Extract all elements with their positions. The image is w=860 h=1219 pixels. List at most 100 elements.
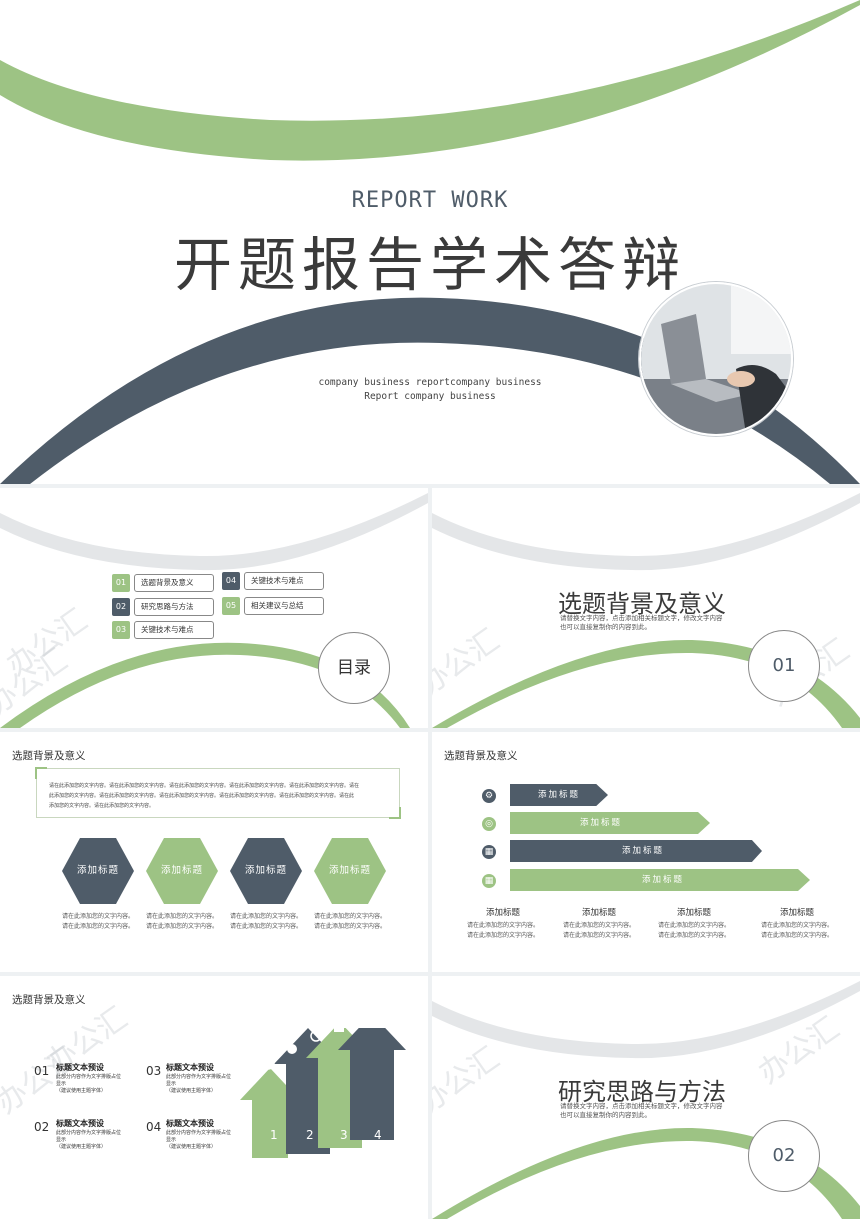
cover-subtitle-line1: company business reportcompany business <box>318 377 542 388</box>
arrow-icons-layer <box>261 1024 344 1070</box>
hexagon-desc: 请在此添加您的文字内容。 请在此添加您的文字内容。 <box>226 912 306 932</box>
arrow-bar-3[interactable]: 添加标题 <box>510 840 762 862</box>
section-desc-line1: 请替换文字内容，点击添加相关标题文字，修改文字内容 <box>560 1102 723 1110</box>
toc-label: 关键技术与难点 <box>244 572 324 590</box>
desc-line: （建议使用主题字体） <box>56 1088 107 1094</box>
toc-num: 03 <box>112 621 130 639</box>
arrow-bar-1[interactable]: 添加标题 <box>510 784 608 806</box>
hexagon-1[interactable]: 添加标题 <box>62 838 134 904</box>
cover-title: 开题报告学术答辩 <box>173 231 686 299</box>
column-title: 添加标题 <box>485 908 520 918</box>
section-desc: 请替换文字内容，点击添加相关标题文字，修改文字内容 也可以直接复制你的内容到此。 <box>560 1102 723 1120</box>
text-frame: 请在此添加您的文字内容。请在此添加您的文字内容。请在此添加您的文字内容。请在此添… <box>35 767 401 819</box>
desc-line: 请在此添加您的文字内容。 <box>760 922 833 929</box>
hexagon-2[interactable]: 添加标题 <box>146 838 218 904</box>
section-desc-line1: 请替换文字内容，点击添加相关标题文字，修改文字内容 <box>560 614 723 622</box>
desc-line: 请在此添加您的文字内容。 <box>229 923 302 930</box>
item-title: 标题文本预设 <box>56 1119 104 1128</box>
laptop-photo <box>639 282 793 436</box>
arrow-bar-2[interactable]: 添加标题 <box>510 812 710 834</box>
cover-subtitle: company business reportcompany business … <box>250 376 610 404</box>
desc-line: 此部分内容作为文字排版占位 <box>166 1074 232 1080</box>
desc-line: 请在此添加您的文字内容。 <box>61 913 134 920</box>
gear-icon: ⚙ <box>482 789 496 803</box>
desc-line: 此部分内容作为文字排版占位 <box>166 1130 232 1136</box>
desc-line: 请在此添加您的文字内容。 <box>657 922 730 929</box>
arrow-bar-label: 添加标题 <box>642 875 685 885</box>
hexagon-desc: 请在此添加您的文字内容。 请在此添加您的文字内容。 <box>142 912 222 932</box>
section-desc-line2: 也可以直接复制你的内容到此。 <box>560 623 651 631</box>
column-desc: 请在此添加您的文字内容。 请在此添加您的文字内容。 <box>644 921 744 941</box>
desc-line: 请在此添加您的文字内容。 <box>657 932 730 939</box>
pin-icon <box>287 1044 297 1054</box>
cover-slide: REPORT WORK 开题报告学术答辩 company business re… <box>0 0 860 484</box>
desc-line: 请在此添加您的文字内容。 <box>229 913 302 920</box>
column-title: 添加标题 <box>779 908 814 918</box>
frame-paragraph: 请在此添加您的文字内容。请在此添加您的文字内容。请在此添加您的文字内容。请在此添… <box>49 781 389 811</box>
column-desc: 请在此添加您的文字内容。 请在此添加您的文字内容。 <box>453 921 553 941</box>
desc-line: 显示 <box>166 1081 177 1087</box>
desc-line: 请在此添加您的文字内容。 <box>145 923 218 930</box>
desc-line: 请在此添加您的文字内容。 <box>313 913 386 920</box>
desc-line: 请在此添加您的文字内容。 <box>466 922 539 929</box>
desc-line: 此部分内容作为文字排版占位 <box>56 1130 122 1136</box>
arrow-bar-label: 添加标题 <box>622 846 665 856</box>
cover-decor <box>0 0 860 484</box>
toc-label: 选题背景及意义 <box>134 574 214 592</box>
section-title: 研究思路与方法 <box>558 1078 726 1106</box>
desc-line: 显示 <box>56 1081 67 1087</box>
toc-num: 05 <box>222 597 240 615</box>
arrow-number: 4 <box>374 1128 382 1142</box>
arrow-number: 1 <box>270 1128 278 1142</box>
section-01-slide: 办公汇 办公汇 选题背景及意义 请替换文字内容，点击添加相关标题文字，修改文字内… <box>432 488 860 728</box>
arrow-bar-4[interactable]: 添加标题 <box>510 869 810 891</box>
desc-line: 请在此添加您的文字内容。 <box>562 922 635 929</box>
slide-heading: 选题背景及意义 <box>12 750 86 762</box>
item-desc: 此部分内容作为文字排版占位 显示 （建议使用主题字体） <box>56 1074 136 1095</box>
desc-line: （建议使用主题字体） <box>166 1144 217 1150</box>
desc-line: 请在此添加您的文字内容。 <box>145 913 218 920</box>
toc-label: 相关建议与总结 <box>244 597 324 615</box>
section-desc: 请替换文字内容，点击添加相关标题文字，修改文字内容 也可以直接复制你的内容到此。 <box>560 614 723 632</box>
desc-line: （建议使用主题字体） <box>56 1144 107 1150</box>
column-title: 添加标题 <box>581 908 616 918</box>
arrow-bars-slide: 选题背景及意义 ⚙ 添加标题 ◎ 添加标题 ▦ 添加标题 ▦ 添加标题 添加标题… <box>432 732 860 972</box>
toc-num: 02 <box>112 598 130 616</box>
item-desc: 此部分内容作为文字排版占位 显示 （建议使用主题字体） <box>166 1074 246 1095</box>
windows-icon: ▦ <box>482 874 496 888</box>
toc-label: 研究思路与方法 <box>134 598 214 616</box>
arrows-list-slide: 选题背景及意义 办公汇 办公汇 01 标题文本预设 此部分内容作为文字排版占位 … <box>0 976 428 1219</box>
hexagon-desc: 请在此添加您的文字内容。 请在此添加您的文字内容。 <box>58 912 138 932</box>
item-number: 01 <box>34 1064 50 1078</box>
toc-slide: 办公汇 办公汇 01 选题背景及意义 02 研究思路与方法 03 关键技术与难点… <box>0 488 428 728</box>
power-icon <box>261 1056 275 1070</box>
item-title: 标题文本预设 <box>166 1063 214 1072</box>
desc-line: 显示 <box>166 1137 177 1143</box>
laptop-photo-image <box>641 284 791 434</box>
item-number: 03 <box>146 1064 162 1078</box>
desc-line: 请在此添加您的文字内容。 <box>313 923 386 930</box>
section-desc-line2: 也可以直接复制你的内容到此。 <box>560 1111 651 1119</box>
paragraph-line: 此添加您的文字内容。请在此添加您的文字内容。请在此添加您的文字内容。请在此添加您… <box>49 793 355 799</box>
item-desc: 此部分内容作为文字排版占位 显示 （建议使用主题字体） <box>166 1130 246 1151</box>
cart-icon <box>334 1024 344 1032</box>
hexagon-3[interactable]: 添加标题 <box>230 838 302 904</box>
paragraph-line: 添加您的文字内容。请在此添加您的文字内容。 <box>49 803 155 809</box>
item-title: 标题文本预设 <box>56 1063 104 1072</box>
arrow-bar-label: 添加标题 <box>580 818 623 828</box>
slide-heading: 选题背景及意义 <box>12 994 86 1006</box>
column-desc: 请在此添加您的文字内容。 请在此添加您的文字内容。 <box>549 921 649 941</box>
hexagon-4[interactable]: 添加标题 <box>314 838 386 904</box>
desc-line: 请在此添加您的文字内容。 <box>61 923 134 930</box>
item-number: 04 <box>146 1120 162 1134</box>
column-desc: 请在此添加您的文字内容。 请在此添加您的文字内容。 <box>747 921 847 941</box>
report-label: REPORT WORK <box>351 188 509 213</box>
arrow-number: 2 <box>306 1128 314 1142</box>
arrows-graphic <box>240 1028 406 1158</box>
bulb-icon <box>310 1030 322 1042</box>
cover-subtitle-line2: Report company business <box>364 391 496 402</box>
toc-label: 关键技术与难点 <box>134 621 214 639</box>
section-number: 02 <box>748 1120 820 1192</box>
item-title: 标题文本预设 <box>166 1119 214 1128</box>
frame-corner <box>35 767 47 779</box>
